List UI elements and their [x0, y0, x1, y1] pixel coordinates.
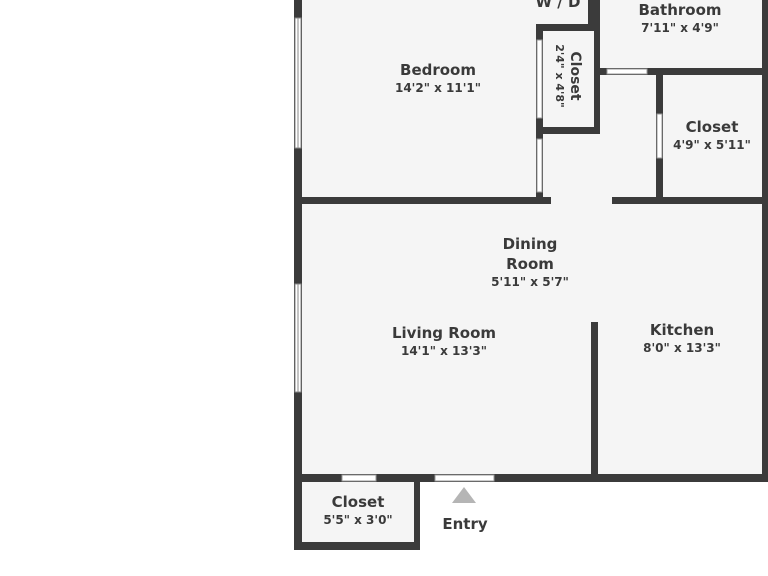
room-dims-kitchen: 8'0" x 13'3" [643, 341, 721, 355]
floor-main [300, 0, 768, 480]
label-closet-bedroom: Closet 2'4" x 4'8" [552, 44, 584, 108]
entry-arrow-icon [452, 487, 476, 503]
room-name-dining-line2: Room [506, 255, 554, 273]
room-name-living: Living Room [391, 324, 497, 342]
label-kitchen: Kitchen 8'0" x 13'3" [643, 320, 721, 356]
wall-bottom [294, 474, 768, 482]
doors [341, 39, 663, 482]
label-living: Living Room 14'1" x 13'3" [392, 323, 496, 359]
room-dims-living: 14'1" x 13'3" [400, 344, 488, 358]
label-bedroom: Bedroom 14'2" x 11'1" [395, 60, 481, 96]
door-entry [434, 474, 495, 482]
entry-label: Entry [442, 515, 488, 533]
room-dims-bathroom: 7'11" x 4'9" [641, 21, 719, 35]
label-dining: Dining Room 5'11" x 5'7" [491, 234, 569, 290]
room-name-closet-hall: Closet [685, 118, 739, 136]
wall-closet-bottom [536, 127, 600, 134]
wall-closet-right [594, 0, 600, 134]
door-hall-closet [656, 113, 663, 159]
room-dims-closet-hall: 4'9" x 5'11" [673, 138, 751, 152]
label-closet-hall: Closet 4'9" x 5'11" [673, 117, 751, 153]
floor-entry-closet [300, 480, 418, 546]
wall-right [762, 0, 768, 482]
wall-entry-closet-bottom [294, 542, 420, 550]
room-name-dining-line1: Dining [502, 235, 558, 253]
room-dims-bedroom: 14'2" x 11'1" [394, 81, 482, 95]
room-name-wd: W / D [535, 0, 581, 11]
door-bedroom-closet [536, 39, 543, 119]
room-name-bathroom: Bathroom [638, 1, 722, 19]
room-name-bedroom: Bedroom [400, 61, 476, 79]
wall-entry-closet-right [414, 478, 420, 550]
room-name-kitchen: Kitchen [649, 321, 715, 339]
wall-bathroom-bottom [600, 68, 768, 75]
room-dims-closet-bedroom: 2'4" x 4'8" [553, 44, 566, 108]
door-bedroom [536, 138, 543, 193]
wall-kitchen-top [612, 197, 768, 204]
room-dims-dining: 5'11" x 5'7" [491, 275, 569, 289]
label-closet-entry: Closet 5'5" x 3'0" [323, 492, 392, 528]
room-dims-closet-entry: 5'5" x 3'0" [323, 513, 393, 527]
wall-wd [588, 0, 594, 30]
label-wd: W / D [536, 0, 581, 12]
door-bathroom [606, 68, 648, 75]
wall-bedroom-bottom [300, 197, 551, 204]
wall-closet-top [536, 24, 598, 31]
door-entry-closet [341, 474, 377, 482]
label-bathroom: Bathroom 7'11" x 4'9" [638, 0, 721, 36]
room-name-closet-bedroom: Closet [567, 51, 583, 101]
wall-kitchen-left [591, 322, 598, 478]
label-entry: Entry [442, 514, 487, 534]
room-name-closet-entry: Closet [331, 493, 385, 511]
wall-left [294, 0, 302, 550]
